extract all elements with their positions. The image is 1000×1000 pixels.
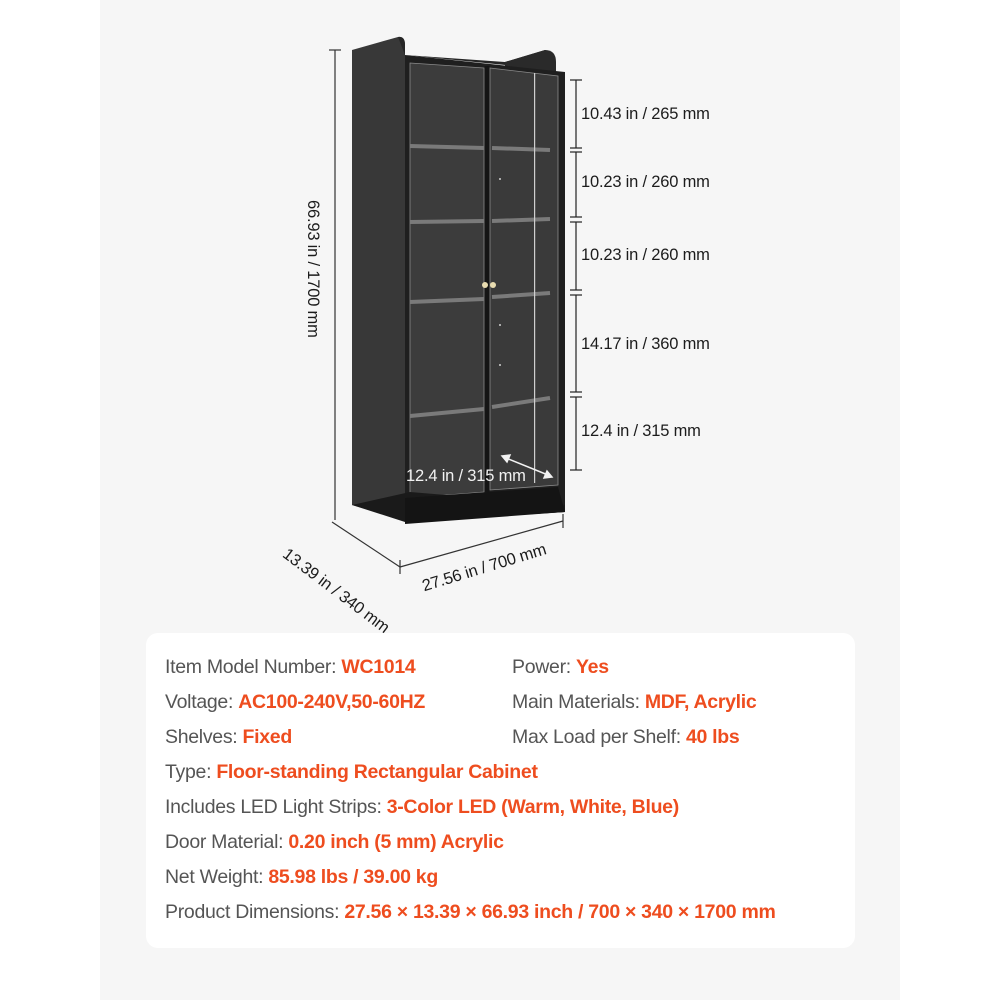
spec-net-weight: Net Weight: 85.98 lbs / 39.00 kg	[165, 866, 438, 889]
spec-model: Item Model Number: WC1014	[165, 656, 416, 679]
door-knob-right	[490, 282, 496, 288]
spec-door-material: Door Material: 0.20 inch (5 mm) Acrylic	[165, 831, 504, 854]
shelf-gap-label-1: 10.43 in / 265 mm	[581, 105, 710, 123]
shelf-gap-label-5: 12.4 in / 315 mm	[581, 422, 701, 440]
spec-label: Item Model Number:	[165, 656, 342, 678]
spec-voltage: Voltage: AC100-240V,50-60HZ	[165, 691, 425, 714]
cabinet-base	[405, 487, 565, 524]
spec-value: Floor-standing Rectangular Cabinet	[216, 761, 538, 783]
spec-max-load: Max Load per Shelf: 40 lbs	[512, 726, 740, 749]
spec-label: Net Weight:	[165, 866, 269, 888]
spec-value: MDF, Acrylic	[644, 691, 757, 713]
spec-value: 3-Color LED (Warm, White, Blue)	[386, 796, 680, 818]
spec-value: 0.20 inch (5 mm) Acrylic	[288, 831, 504, 853]
spec-label: Type:	[165, 761, 217, 783]
spec-type: Type: Floor-standing Rectangular Cabinet	[165, 761, 538, 784]
spec-label: Door Material:	[165, 831, 289, 853]
spec-value: 85.98 lbs / 39.00 kg	[268, 866, 438, 888]
shelf-depth-label: 12.4 in / 315 mm	[406, 467, 526, 485]
spec-label: Voltage:	[165, 691, 239, 713]
spec-label: Shelves:	[165, 726, 243, 748]
spec-power: Power: Yes	[512, 656, 609, 679]
door-knob-left	[482, 282, 488, 288]
spec-label: Power:	[512, 656, 577, 678]
shelf-gap-label-4: 14.17 in / 360 mm	[581, 335, 710, 353]
left-door	[409, 62, 485, 499]
cabinet-side-panel	[352, 36, 405, 521]
spec-value: AC100-240V,50-60HZ	[238, 691, 426, 713]
spec-materials: Main Materials: MDF, Acrylic	[512, 691, 757, 714]
shelf-gap-label-3: 10.23 in / 260 mm	[581, 246, 710, 264]
spec-value: Fixed	[242, 726, 293, 748]
spec-label: Product Dimensions:	[165, 901, 345, 923]
spec-dimensions: Product Dimensions: 27.56 × 13.39 × 66.9…	[165, 901, 776, 924]
height-dimension-label: 66.93 in / 1700 mm	[304, 200, 322, 338]
spec-shelves: Shelves: Fixed	[165, 726, 292, 749]
spec-value: 40 lbs	[685, 726, 740, 748]
cabinet-dimension-figure: 66.93 in / 1700 mm 13.39 in / 340 mm 27.…	[279, 36, 710, 637]
spec-label: Includes LED Light Strips:	[165, 796, 387, 818]
spec-label: Main Materials:	[512, 691, 645, 713]
spec-label: Max Load per Shelf:	[512, 726, 686, 748]
right-door	[489, 67, 559, 491]
spec-led: Includes LED Light Strips: 3-Color LED (…	[165, 796, 679, 819]
specifications-card	[146, 633, 855, 948]
spec-value: Yes	[576, 656, 609, 678]
shelf-gap-label-2: 10.23 in / 260 mm	[581, 173, 710, 191]
spec-value: WC1014	[341, 656, 416, 678]
cabinet-illustration	[329, 36, 582, 574]
spec-value: 27.56 × 13.39 × 66.93 inch / 700 × 340 ×…	[344, 901, 776, 923]
